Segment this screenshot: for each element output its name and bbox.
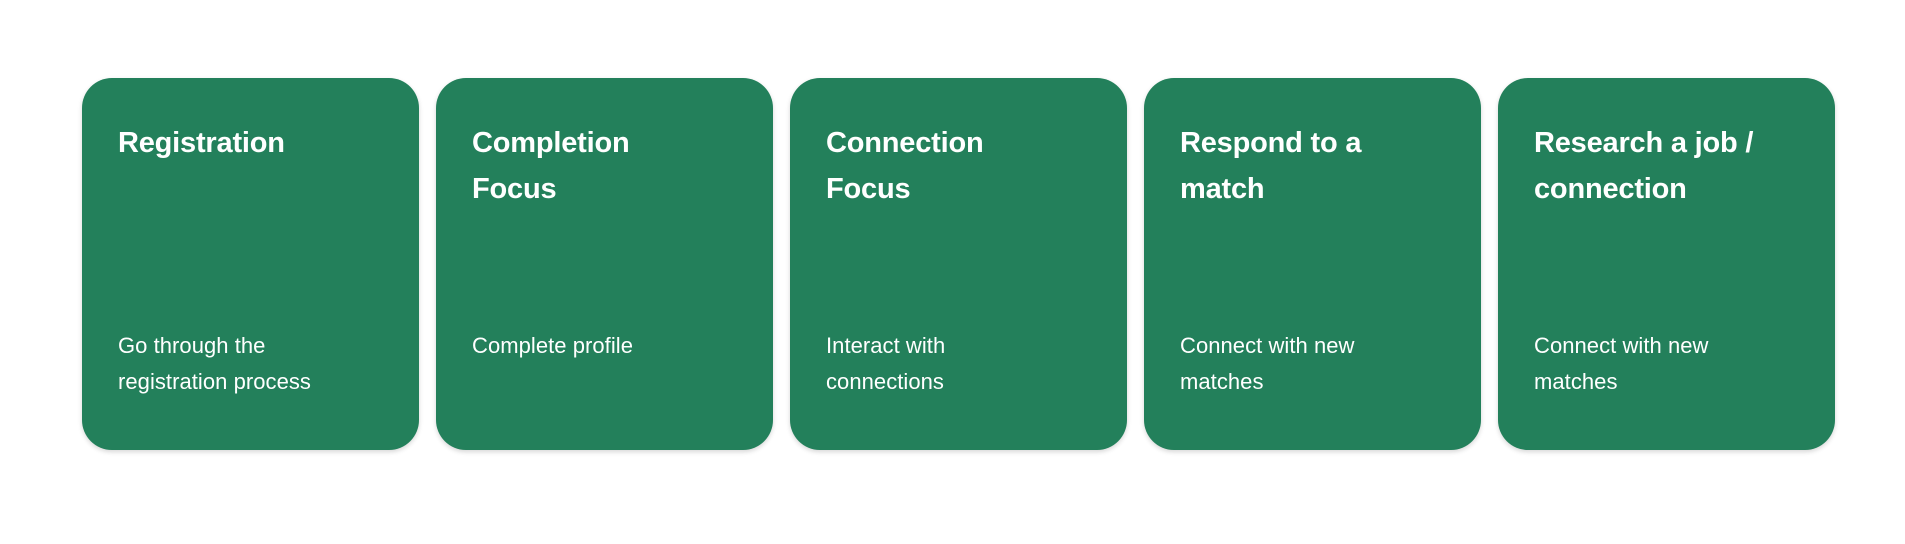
stage-card-connection-focus[interactable]: Connection Focus Interact with connectio… [790, 78, 1127, 450]
stage-card-row: Registration Go through the registration… [82, 78, 1835, 450]
stage-card-respond-to-a-match[interactable]: Respond to a match Connect with new matc… [1144, 78, 1481, 450]
stage-card-description: Connect with new matches [1180, 333, 1355, 394]
stage-card-title: Research a job / connection [1534, 127, 1754, 205]
stage-card-description: Connect with new matches [1534, 333, 1709, 394]
stage-card-completion-focus[interactable]: Completion Focus Complete profile [436, 78, 773, 450]
stage-card-registration[interactable]: Registration Go through the registration… [82, 78, 419, 450]
stage-card-description: Complete profile [472, 333, 633, 358]
stage-card-title: Respond to a match [1180, 127, 1362, 205]
stage-card-title: Connection Focus [826, 127, 984, 205]
stage-card-description: Go through the registration process [118, 333, 311, 394]
stage-card-title: Registration [118, 127, 285, 159]
stage-card-research-a-job-connection[interactable]: Research a job / connection Connect with… [1498, 78, 1835, 450]
stage-card-title: Completion Focus [472, 127, 630, 205]
stage-card-description: Interact with connections [826, 333, 946, 394]
